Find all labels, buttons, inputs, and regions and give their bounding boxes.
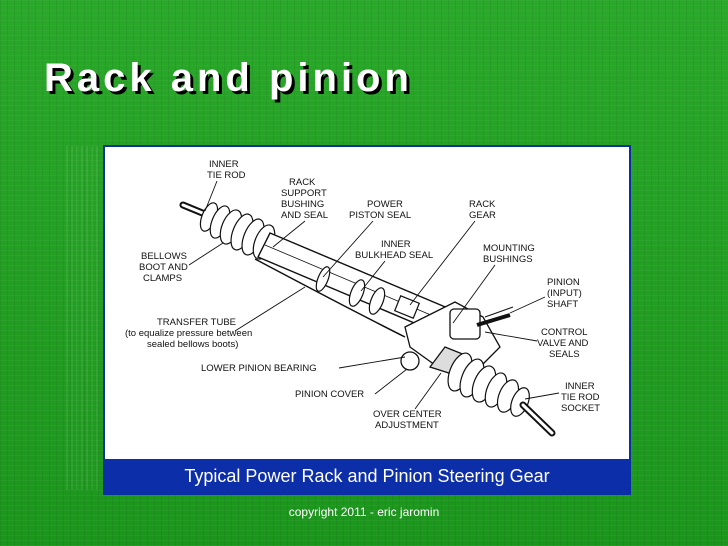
label-rack-support-2: SUPPORT [281,188,327,199]
label-bellows: BELLOWS [141,251,187,262]
label-inner-tie-rod-socket-3: SOCKET [561,403,600,414]
label-rack-gear-2: GEAR [469,210,496,221]
label-transfer-tube-2: (to equalize pressure between [125,328,252,339]
label-inner-tie-rod-socket: INNER [565,381,595,392]
label-mounting: MOUNTING [483,243,535,254]
label-bellows-2: BOOT AND [139,262,188,273]
label-power-piston-2: PISTON SEAL [349,210,411,221]
label-inner-bulkhead-2: BULKHEAD SEAL [355,250,433,261]
label-power-piston: POWER [367,199,403,210]
label-rack-gear: RACK [469,199,496,210]
figure-caption: Typical Power Rack and Pinion Steering G… [105,459,629,493]
label-rack-support-4: AND SEAL [281,210,328,221]
label-transfer-tube-3: sealed bellows boots) [147,339,238,350]
label-inner-tie-rod-2: TIE ROD [207,170,246,181]
steering-gear-figure: INNER TIE ROD RACK SUPPORT BUSHING AND S… [103,145,631,495]
label-pinion-cover: PINION COVER [295,389,364,400]
left-bellows-boot [199,202,276,260]
decorative-strip [66,146,100,490]
label-transfer-tube: TRANSFER TUBE [157,317,236,328]
label-rack-support-3: BUSHING [281,199,324,210]
right-tie-rod-end [519,401,556,437]
label-pinion-shaft-2: (INPUT) [547,288,582,299]
slide-title: Rack and pinion [44,56,413,100]
label-control-valve-3: SEALS [549,349,580,360]
footer-copyright: copyright 2011 - eric jaromin [288,505,440,519]
right-bellows-boot [447,352,530,417]
label-lower-pinion-bearing: LOWER PINION BEARING [201,363,317,374]
label-pinion-shaft-3: SHAFT [547,299,578,310]
label-over-center: OVER CENTER [373,409,442,420]
diagram-labels: INNER TIE ROD RACK SUPPORT BUSHING AND S… [125,159,600,431]
label-pinion-shaft: PINION [547,277,580,288]
label-over-center-2: ADJUSTMENT [375,420,439,431]
label-inner-tie-rod-socket-2: TIE ROD [561,392,600,403]
label-rack-support: RACK [289,177,316,188]
label-inner-tie-rod: INNER [209,159,239,170]
label-inner-bulkhead: INNER [381,239,411,250]
label-bellows-3: CLAMPS [143,273,182,284]
label-mounting-2: BUSHINGS [483,254,533,265]
label-control-valve-2: VALVE AND [537,338,589,349]
rack-housing [254,232,451,338]
steering-gear-diagram: INNER TIE ROD RACK SUPPORT BUSHING AND S… [125,159,600,437]
label-control-valve: CONTROL [541,327,587,338]
